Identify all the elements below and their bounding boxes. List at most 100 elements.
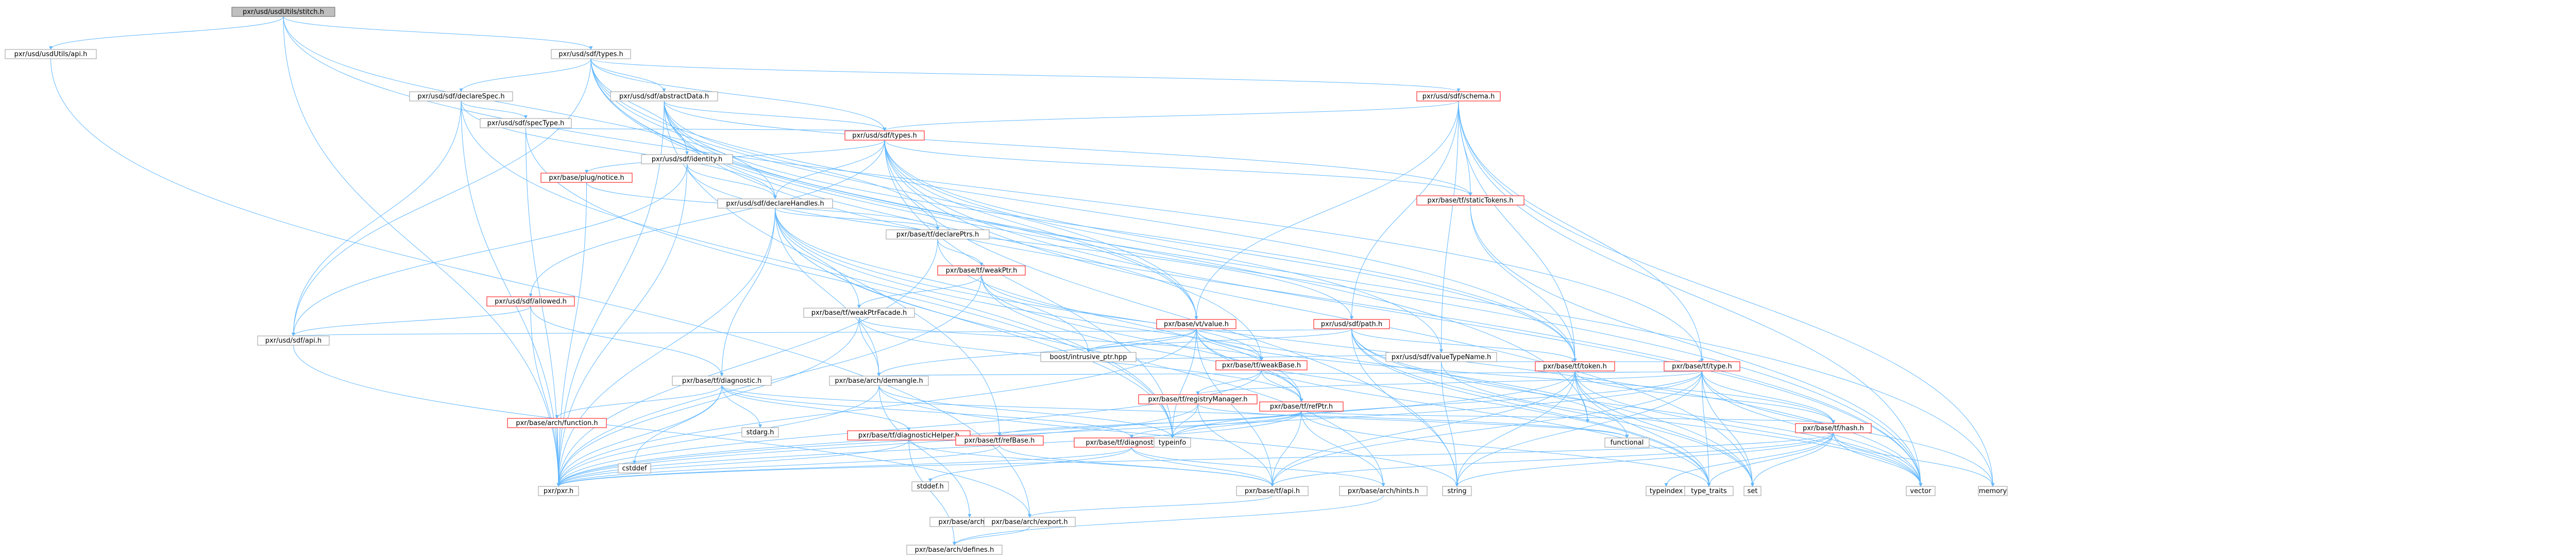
- graph-node-refPtr[interactable]: pxr/base/tf/refPtr.h: [1259, 401, 1344, 412]
- graph-edge: [981, 275, 1711, 487]
- graph-edge: [1131, 447, 1274, 487]
- graph-node-box: [1416, 195, 1524, 206]
- graph-node-archHints[interactable]: pxr/base/arch/hints.h: [1339, 486, 1428, 496]
- graph-node-allowed[interactable]: pxr/usd/sdf/allowed.h: [486, 296, 575, 307]
- graph-node-label: stddef.h: [917, 483, 943, 491]
- graph-node-box: [1259, 401, 1344, 412]
- graph-edge: [529, 140, 885, 297]
- graph-edge: [878, 385, 1459, 487]
- graph-node-declareHandles[interactable]: pxr/usd/sdf/declareHandles.h: [717, 198, 833, 209]
- graph-node-functional[interactable]: functional: [1604, 437, 1650, 448]
- graph-edge: [1702, 370, 1711, 487]
- graph-node-pxr[interactable]: pxr/pxr.h: [538, 486, 579, 496]
- graph-node-sdfTypes[interactable]: pxr/usd/sdf/types.h: [551, 49, 631, 59]
- graph-node-demangle[interactable]: pxr/base/arch/demangle.h: [829, 376, 929, 386]
- graph-node-diagnostic[interactable]: pxr/base/tf/diagnostic.h: [672, 376, 772, 386]
- graph-node-label: pxr/usd/sdf/path.h: [1321, 320, 1382, 328]
- graph-node-archDefines[interactable]: pxr/base/arch/defines.h: [906, 545, 1003, 555]
- graph-node-root[interactable]: pxr/usd/usdUtils/stitch.h: [231, 7, 335, 17]
- graph-node-specType[interactable]: pxr/usd/sdf/specType.h: [480, 118, 572, 128]
- graph-node-label: pxr/base/arch/export.h: [991, 518, 1067, 526]
- graph-edge: [1458, 100, 1577, 362]
- graph-node-label: cstddef: [622, 465, 647, 472]
- graph-edge: [556, 182, 587, 487]
- graph-node-diagnosticHelper[interactable]: pxr/base/tf/diagnosticHelper.h: [847, 430, 971, 441]
- graph-node-plugNotice[interactable]: pxr/base/plug/notice.h: [540, 173, 633, 183]
- graph-edge: [1130, 411, 1302, 438]
- graph-node-tfApi[interactable]: pxr/base/tf/api.h: [1236, 486, 1309, 496]
- graph-edge: [664, 100, 1002, 436]
- graph-edge: [1270, 370, 1575, 487]
- graph-edge: [953, 526, 1030, 546]
- graph-node-weakPtr[interactable]: pxr/base/tf/weakPtr.h: [937, 265, 1026, 276]
- graph-node-identity[interactable]: pxr/usd/sdf/identity.h: [641, 154, 733, 164]
- graph-edge: [883, 100, 1459, 131]
- graph-node-schema[interactable]: pxr/usd/sdf/schema.h: [1416, 91, 1501, 102]
- graph-node-cstddef[interactable]: cstddef: [618, 463, 651, 474]
- graph-node-label: pxr/usd/sdf/declareSpec.h: [417, 93, 504, 100]
- graph-node-label: pxr/base/vt/value.h: [1164, 320, 1229, 328]
- graph-node-declareSpec[interactable]: pxr/usd/sdf/declareSpec.h: [409, 91, 513, 102]
- graph-node-vector[interactable]: vector: [1906, 486, 1936, 496]
- graph-edge: [908, 439, 956, 546]
- graph-node-abstractData[interactable]: pxr/usd/sdf/abstractData.h: [610, 91, 718, 102]
- graph-node-memory[interactable]: memory: [1978, 486, 2008, 496]
- graph-node-usdFlags[interactable]: pxr/usd/usdUtils/api.h: [5, 49, 97, 59]
- graph-node-registryManager[interactable]: pxr/base/tf/registryManager.h: [1138, 394, 1258, 404]
- graph-node-label: type_traits: [1691, 487, 1727, 495]
- graph-node-declarePtrs[interactable]: pxr/base/tf/declarePtrs.h: [886, 229, 990, 240]
- graph-node-typeTraits[interactable]: type_traits: [1684, 486, 1734, 496]
- graph-node-tfType[interactable]: pxr/base/tf/type.h: [1664, 361, 1740, 371]
- graph-edge: [1833, 432, 1995, 487]
- graph-node-label: pxr/base/tf/diagnostic.h: [682, 377, 761, 385]
- graph-node-box: [1416, 91, 1501, 102]
- graph-node-intrusivePtr[interactable]: boost/intrusive_ptr.hpp: [1040, 352, 1137, 362]
- graph-node-tfHash[interactable]: pxr/base/tf/hash.h: [1795, 423, 1872, 433]
- graph-edge: [884, 140, 1443, 353]
- graph-node-archExport[interactable]: pxr/base/arch/export.h: [984, 517, 1076, 527]
- graph-edge: [556, 317, 859, 487]
- graph-node-staticTokens[interactable]: pxr/base/tf/staticTokens.h: [1416, 195, 1524, 206]
- graph-node-string[interactable]: string: [1442, 486, 1472, 496]
- graph-edge: [49, 16, 284, 50]
- graph-edge: [1171, 403, 1198, 438]
- graph-edge: [556, 427, 561, 487]
- graph-node-box: [1684, 486, 1734, 496]
- graph-edge: [721, 385, 1629, 438]
- graph-edge: [664, 100, 1577, 362]
- graph-edge: [556, 385, 722, 487]
- graph-edge: [292, 306, 531, 336]
- graph-node-sdfPath[interactable]: pxr/usd/sdf/path.h: [1313, 319, 1390, 329]
- graph-node-typeinfo[interactable]: typeinfo: [1154, 437, 1191, 448]
- graph-node-typeindex[interactable]: typeindex: [1646, 486, 1687, 496]
- graph-edge: [283, 16, 561, 487]
- graph-edge: [292, 100, 462, 336]
- graph-edge: [556, 445, 1000, 487]
- graph-node-weakBase[interactable]: pxr/base/tf/weakBase.h: [1215, 360, 1308, 370]
- graph-node-set[interactable]: set: [1743, 486, 1761, 496]
- graph-edge: [1301, 411, 1835, 424]
- graph-node-box: [717, 198, 833, 209]
- graph-node-label: pxr/base/tf/token.h: [1543, 363, 1607, 370]
- graph-edge: [664, 100, 1472, 196]
- graph-node-label: pxr/usd/sdf/valueTypeName.h: [1392, 353, 1491, 361]
- graph-edge: [775, 208, 1754, 487]
- graph-node-tfToken[interactable]: pxr/base/tf/token.h: [1535, 361, 1615, 371]
- graph-node-stddef[interactable]: stddef.h: [911, 481, 949, 492]
- graph-node-types2[interactable]: pxr/usd/sdf/types.h: [844, 130, 925, 141]
- graph-edge: [530, 306, 561, 487]
- graph-node-valueTypeName[interactable]: pxr/usd/sdf/valueTypeName.h: [1385, 352, 1497, 362]
- graph-edge: [721, 385, 1133, 438]
- graph-edge: [981, 275, 1303, 402]
- graph-node-vtValue[interactable]: pxr/base/vt/value.h: [1156, 319, 1236, 329]
- graph-node-stdarg[interactable]: stdarg.h: [741, 427, 779, 437]
- graph-node-box: [829, 376, 929, 386]
- graph-node-box: [1604, 437, 1650, 448]
- graph-node-weakPtrFacade[interactable]: pxr/base/tf/weakPtrFacade.h: [803, 308, 915, 318]
- graph-node-sdfApi[interactable]: pxr/usd/sdf/api.h: [257, 335, 330, 346]
- graph-node-box: [486, 296, 575, 307]
- graph-node-box: [955, 435, 1044, 446]
- graph-node-archFunction[interactable]: pxr/base/arch/function.h: [507, 418, 607, 428]
- graph-node-refBase[interactable]: pxr/base/tf/refBase.h: [955, 435, 1044, 446]
- graph-node-label: pxr/base/tf/api.h: [1245, 487, 1300, 495]
